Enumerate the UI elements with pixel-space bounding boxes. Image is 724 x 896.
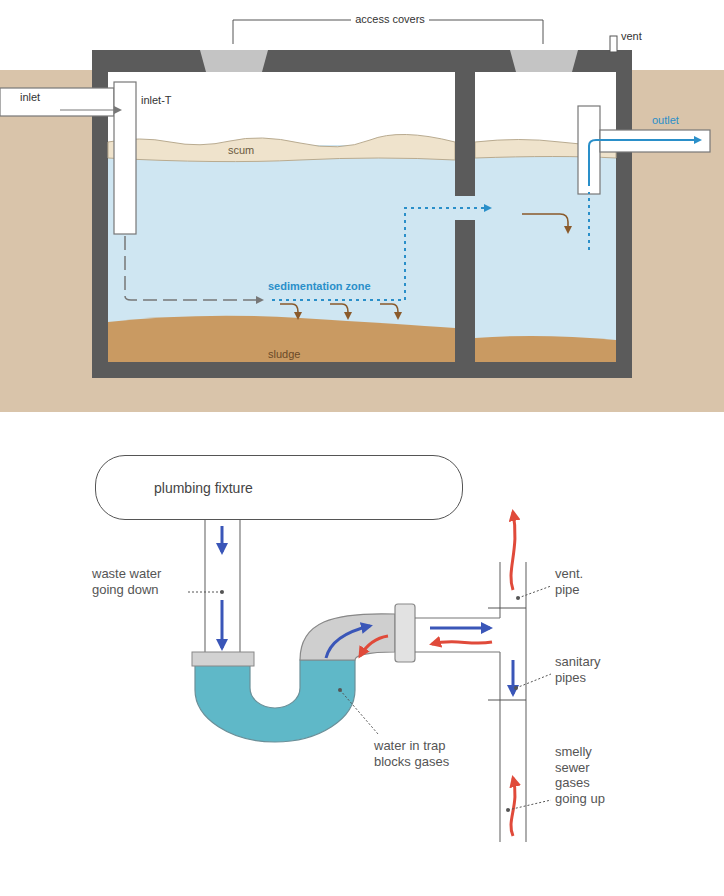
part-label: inlet-T: [141, 94, 172, 107]
part-label: vent: [621, 30, 642, 43]
callout-label: waste water going down: [92, 566, 184, 597]
node-text: plumbing fixture: [154, 480, 253, 496]
callout-label: vent. pipe: [555, 566, 601, 597]
fixture-box: plumbing fixture: [95, 455, 463, 520]
part-label: outlet: [652, 114, 679, 127]
callout-label: sanitary pipes: [555, 654, 617, 685]
bracket-label: access covers: [351, 13, 429, 26]
layer-label: sludge: [268, 348, 300, 361]
callout-label: smelly sewer gases going up: [555, 744, 615, 806]
callout-label: water in trap blocks gases: [374, 738, 472, 769]
zone-label: sedimentation zone: [268, 280, 371, 293]
layer-label: scum: [228, 144, 254, 157]
part-label: inlet: [20, 91, 40, 104]
